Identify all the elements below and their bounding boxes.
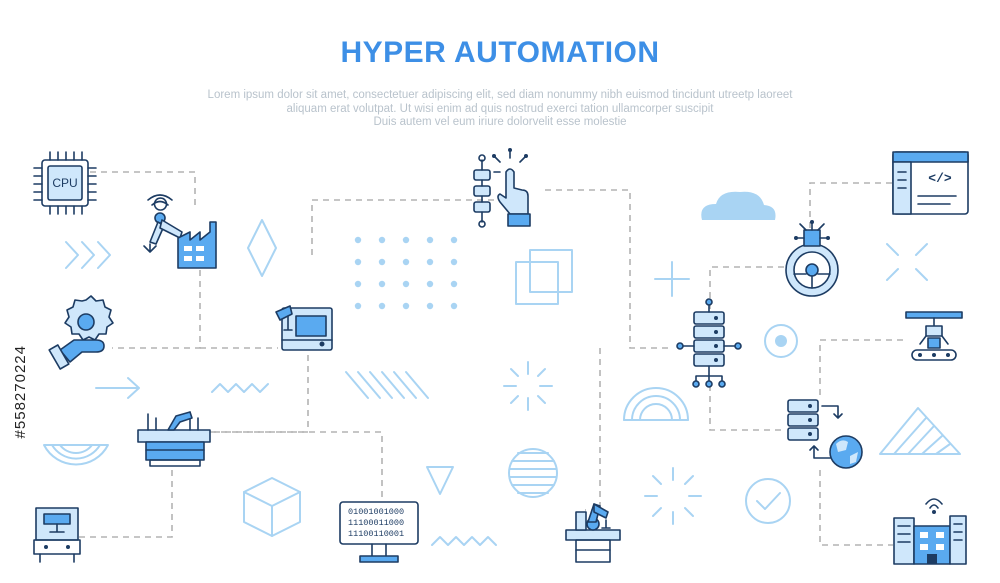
- binary-line-1: 01001001000: [348, 507, 404, 517]
- triangle-decoration: [426, 466, 454, 495]
- drill-machine-icon: [275, 305, 333, 351]
- binary-code-monitor-icon: 01001001000 11100011000 11100110001: [339, 501, 419, 563]
- stripes-decoration: [345, 371, 429, 399]
- conveyor-robot-icon: [905, 311, 963, 361]
- burst-lower-decoration: [644, 467, 702, 525]
- semicircles-decoration: [43, 444, 109, 466]
- binary-line-2: 11100011000: [348, 518, 404, 528]
- target-decoration: [764, 324, 798, 358]
- server-network-icon: [676, 298, 742, 388]
- arrow-decoration: [95, 377, 140, 399]
- page-subtitle: Lorem ipsum dolor sit amet, consectetuer…: [180, 89, 820, 130]
- code-window-label: </>: [928, 171, 952, 186]
- cloud-decoration: [701, 191, 776, 220]
- robot-hand-gear-icon: [48, 295, 114, 370]
- manufacturing-station-icon: [137, 411, 211, 467]
- subtitle-line-1: Lorem ipsum dolor sit amet, consectetuer…: [207, 89, 793, 101]
- chevrons-decoration: [65, 241, 111, 269]
- striped-circle-decoration: [508, 448, 558, 498]
- robotic-arm-platform-icon: [565, 503, 621, 563]
- cpu-label: CPU: [52, 176, 77, 190]
- dot-grid-decoration: [354, 236, 458, 310]
- zigzag-decoration: [211, 383, 269, 393]
- robotic-arm-factory-icon: [143, 194, 217, 269]
- code-window-icon: </>: [892, 151, 969, 215]
- arcs-decoration: [623, 387, 689, 421]
- autonomous-steering-icon: [785, 220, 839, 297]
- zigzag-bottom-decoration: [431, 536, 497, 546]
- plus-decoration: [654, 261, 690, 297]
- touch-automation-icon: [473, 148, 531, 228]
- subtitle-line-2: aliquam erat volutpat. Ut wisi enim ad q…: [286, 102, 714, 115]
- decorative-shapes: [43, 191, 961, 546]
- sparkle-decoration: [886, 243, 928, 281]
- striped-triangle-decoration: [879, 407, 961, 455]
- page-title: HYPER AUTOMATION: [340, 36, 660, 69]
- burst-decoration: [503, 361, 553, 411]
- diamond-decoration: [247, 219, 277, 277]
- check-circle-decoration: [745, 478, 791, 524]
- overlapping-squares-decoration: [515, 249, 573, 305]
- smart-building-icon: [893, 498, 967, 565]
- connector-lines: [75, 171, 905, 546]
- binary-line-3: 11100110001: [348, 529, 404, 539]
- press-machine-icon: [33, 507, 81, 563]
- cube-decoration: [243, 477, 301, 537]
- cpu-icon: CPU: [33, 151, 97, 215]
- server-globe-icon: [787, 399, 863, 469]
- subtitle-line-3: Duis autem vel eum iriure dolorvelit ess…: [373, 116, 627, 128]
